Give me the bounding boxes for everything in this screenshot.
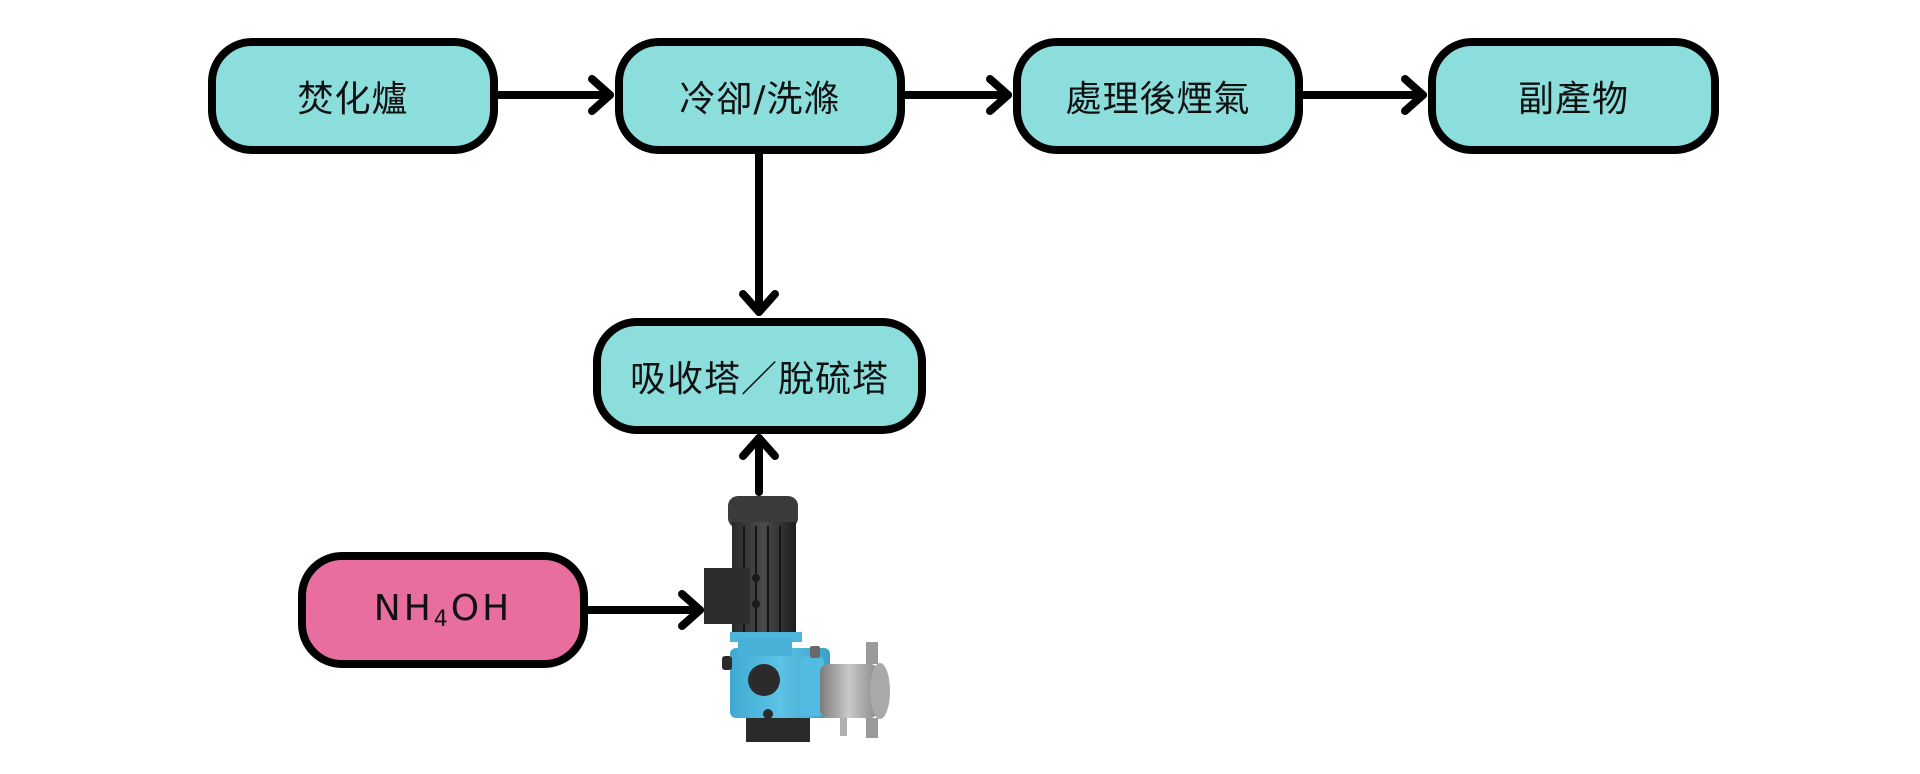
- node-incinerator: 焚化爐: [208, 38, 498, 154]
- arrow-pump-to-absorber: [739, 434, 779, 496]
- arrow-incinerator-to-cooling: [493, 75, 614, 115]
- node-cooling-scrubbing: 冷卻/洗滌: [615, 38, 905, 154]
- arrow-reagent-to-pump: [583, 590, 704, 630]
- node-label: 冷卻/洗滌: [679, 79, 841, 120]
- node-ammonium-hydroxide: NH4OH: [298, 552, 588, 668]
- node-label: 處理後煙氣: [1065, 79, 1251, 120]
- node-treated-flue-gas: 處理後煙氣: [1013, 38, 1303, 154]
- node-absorber-desulfurizer: 吸收塔／脫硫塔: [593, 318, 926, 434]
- node-label: NH4OH: [373, 588, 513, 632]
- node-label: 吸收塔／脫硫塔: [629, 359, 889, 400]
- arrow-cooling-to-treated-gas: [901, 75, 1012, 115]
- arrow-cooling-to-absorber: [739, 149, 779, 316]
- node-byproduct: 副產物: [1428, 38, 1719, 154]
- node-label: 副產物: [1517, 79, 1629, 120]
- arrow-treated-gas-to-byproduct: [1298, 75, 1427, 115]
- metering-pump-icon: [704, 496, 890, 742]
- node-label: 焚化爐: [297, 79, 409, 120]
